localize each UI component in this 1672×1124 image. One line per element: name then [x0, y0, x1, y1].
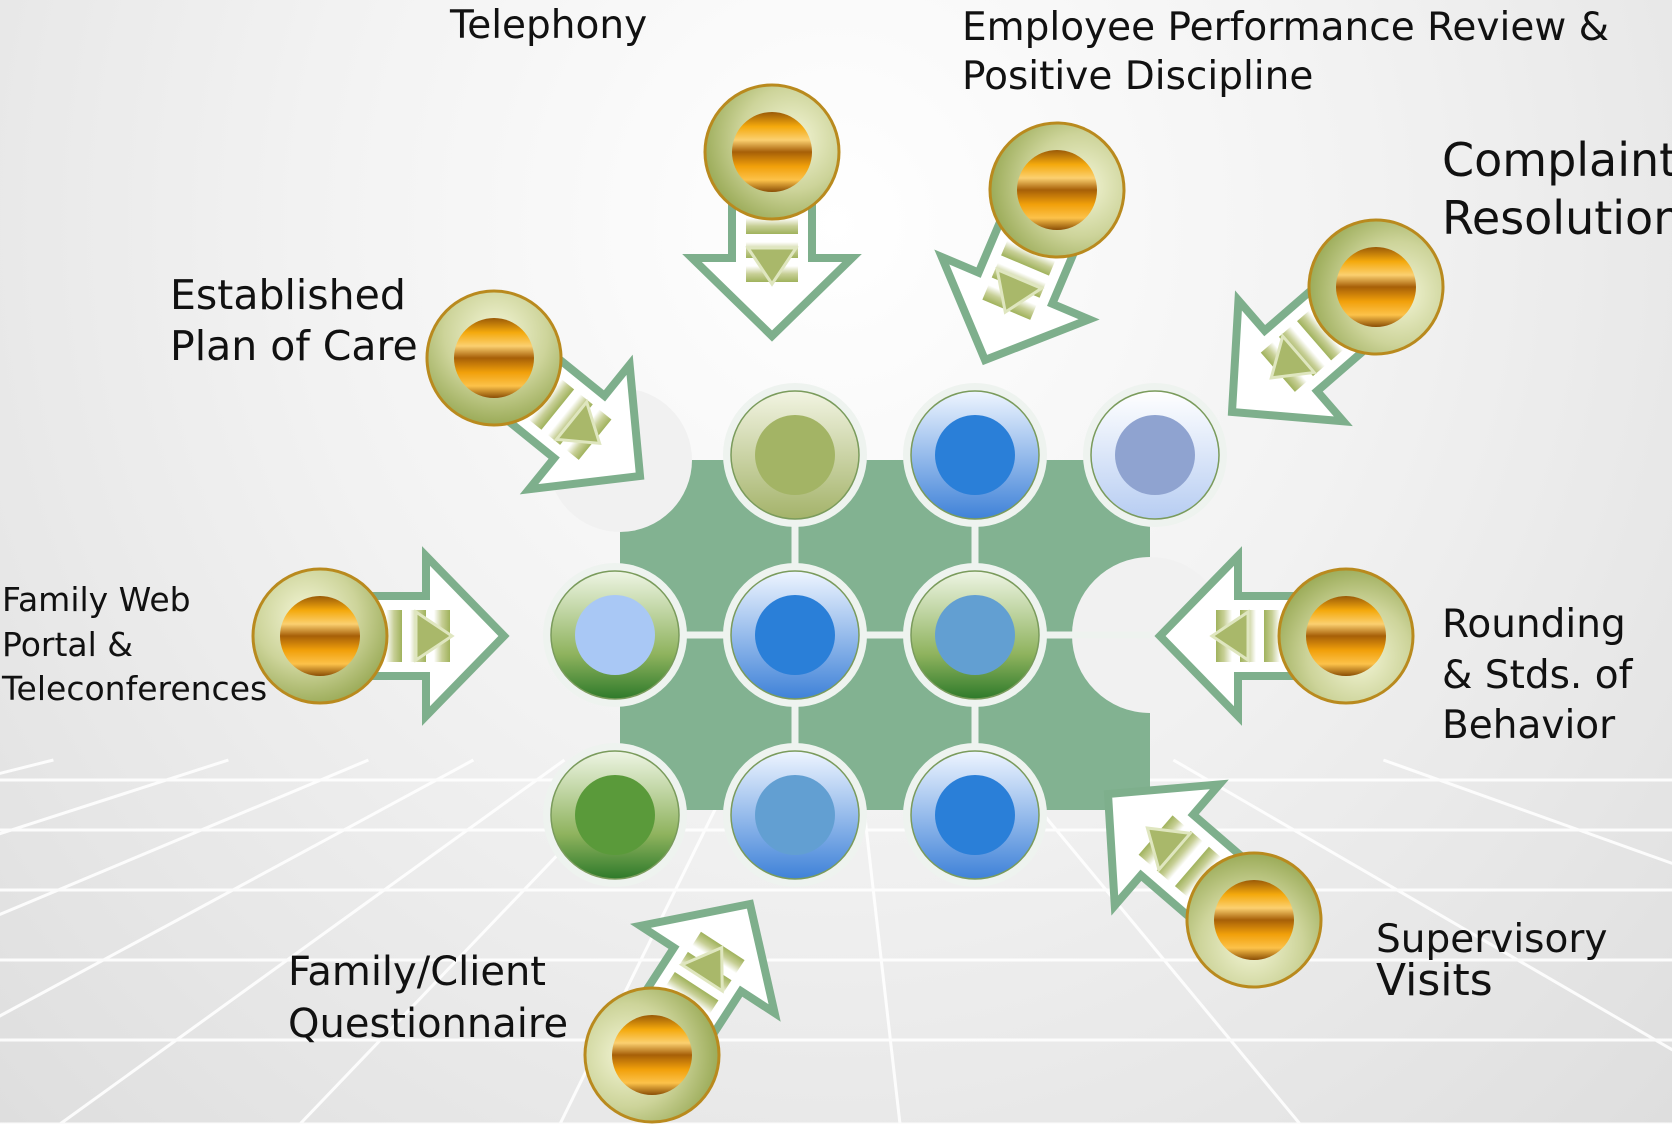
- arrow-bar: [746, 218, 798, 234]
- hub-core: [1017, 150, 1097, 230]
- floor-grid-line: [59, 758, 566, 1124]
- arrow-inner-head: [745, 246, 799, 287]
- node-core: [1115, 415, 1195, 495]
- node-paleblue-mid: [543, 563, 687, 707]
- node-blue-mid: [723, 563, 867, 707]
- arrow-bar: [1278, 326, 1326, 377]
- gold-hub: [703, 83, 841, 221]
- arrow-inner-head: [1209, 609, 1250, 663]
- arrow-inner-head: [553, 398, 602, 446]
- node-core: [935, 775, 1015, 855]
- label-established-line2: Plan of Care: [170, 322, 418, 371]
- arrow-bar: [1156, 831, 1203, 881]
- arrow-inner-head: [414, 609, 455, 663]
- gold-hub: [1277, 567, 1415, 705]
- label-family-web-line1: Family Web: [2, 580, 191, 619]
- arrow-complaint: [1227, 218, 1445, 427]
- hub-core: [732, 112, 812, 192]
- node-core: [755, 775, 835, 855]
- floor-grid-line: [0, 758, 475, 1018]
- arrow-bar: [1264, 610, 1280, 662]
- floor-grid-line: [0, 758, 229, 836]
- label-rounding-line3: Behavior: [1442, 703, 1616, 749]
- label-employee-review-line1: Employee Performance Review &: [962, 5, 1610, 50]
- arrow-bar: [666, 972, 719, 1014]
- label-employee-review-line2: Positive Discipline: [962, 53, 1314, 99]
- gold-hub: [1185, 851, 1323, 989]
- node-olive-top: [723, 383, 867, 527]
- node-core: [755, 415, 835, 495]
- node-steel-mid: [903, 563, 1047, 707]
- hub-core: [1336, 247, 1416, 327]
- label-complaint-line2: Resolution: [1442, 190, 1672, 245]
- label-complaint-line1: Complaint: [1442, 133, 1672, 187]
- input-arrows: [251, 83, 1445, 1124]
- label-telephony-line1: Telephony: [450, 3, 648, 48]
- node-lavender-top: [1083, 383, 1227, 527]
- node-core: [935, 415, 1015, 495]
- label-rounding-line2: & Stds. of: [1442, 652, 1633, 698]
- label-employee-review: Employee Performance Review & Positive D…: [962, 4, 1609, 102]
- floor-grid-line: [997, 759, 1302, 1124]
- hub-core: [1306, 596, 1386, 676]
- arrow-telephony: [682, 83, 862, 342]
- arrow-bar: [1174, 846, 1222, 897]
- arrow-supervisory: [1103, 779, 1323, 989]
- label-supervisory: Supervisory Visits: [1376, 920, 1607, 1003]
- gold-hub: [583, 986, 721, 1124]
- arrow-established: [425, 289, 645, 495]
- hub-core: [454, 318, 534, 398]
- label-family-client-line2: Questionnaire: [288, 1001, 569, 1047]
- label-rounding: Rounding & Stds. of Behavior: [1442, 600, 1632, 752]
- node-core: [935, 595, 1015, 675]
- node-core: [575, 775, 655, 855]
- arrow-inner-head: [1269, 333, 1318, 380]
- central-tile-grid: [548, 388, 1228, 810]
- node-blue-top: [903, 383, 1047, 527]
- arrow-bar: [1001, 240, 1056, 276]
- node-green-bottom: [543, 743, 687, 887]
- label-family-client-line1: Family/Client: [288, 949, 546, 995]
- label-supervisory-line2: Visits: [1376, 955, 1493, 1006]
- center-nodes: [543, 383, 1227, 887]
- hub-core: [280, 596, 360, 676]
- label-telephony: Telephony: [450, 3, 648, 49]
- label-supervisory-line1: Supervisory: [1376, 917, 1608, 962]
- label-family-web-line3: Teleconferences: [2, 669, 268, 709]
- label-family-web: Family Web Portal & Teleconferences: [2, 578, 267, 712]
- floor-grid-line: [0, 758, 369, 917]
- node-core: [575, 595, 655, 675]
- label-rounding-line1: Rounding: [1442, 602, 1626, 647]
- label-established-line1: Established: [170, 271, 406, 319]
- arrow-inner-head: [678, 945, 724, 994]
- gold-hub: [251, 567, 389, 705]
- arrow-family-web: [251, 546, 510, 726]
- node-steel-bottom: [723, 743, 867, 887]
- floor-grid-line: [1382, 758, 1672, 865]
- arrow-employee: [934, 121, 1126, 366]
- arrow-family-client: [583, 899, 781, 1124]
- gold-hub: [988, 121, 1126, 259]
- hub-core: [612, 1015, 692, 1095]
- floor-grid-line: [0, 758, 54, 775]
- floor-grid-line: [1172, 758, 1672, 1052]
- hub-core: [1214, 880, 1294, 960]
- gold-hub: [425, 289, 563, 427]
- label-family-client: Family/Client Questionnaire: [288, 946, 568, 1050]
- arrow-bar: [386, 610, 402, 662]
- gold-hub: [1307, 218, 1445, 356]
- label-established-plan: Established Plan of Care: [170, 270, 418, 373]
- label-family-web-line2: Portal &: [2, 624, 134, 664]
- arrow-rounding: [1154, 546, 1415, 726]
- label-complaint-resolution: Complaint Resolution: [1442, 132, 1672, 247]
- arrow-inner-head: [1145, 826, 1194, 873]
- arrow-bar: [1297, 310, 1344, 361]
- arrow-inner-head: [995, 267, 1045, 315]
- node-blue-bottom: [903, 743, 1047, 887]
- arrow-bar: [528, 379, 575, 430]
- node-core: [755, 595, 835, 675]
